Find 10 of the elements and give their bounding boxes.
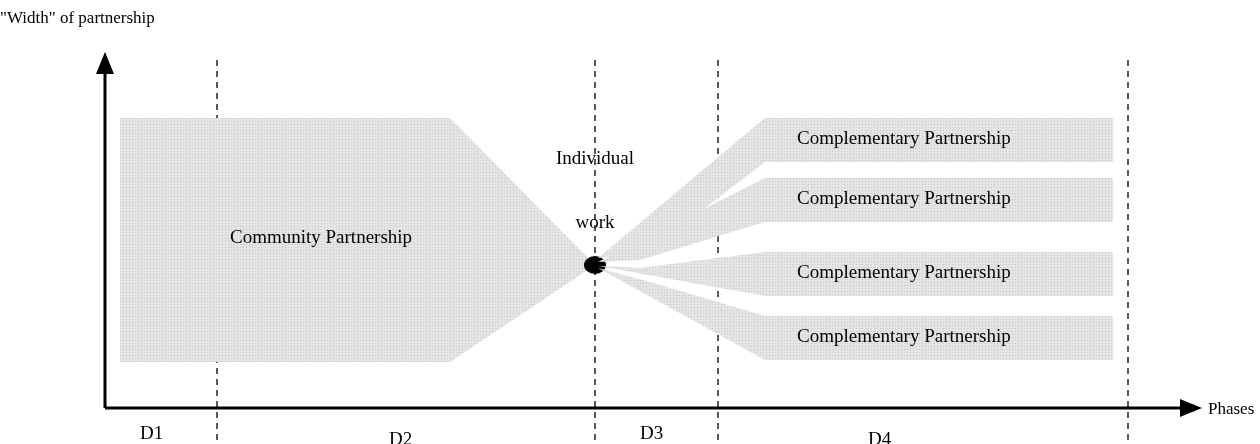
axis-title: Phases bbox=[1208, 399, 1255, 419]
phase-label: D1 bbox=[140, 422, 164, 444]
point-label: Individual work bbox=[554, 146, 636, 234]
axis-title: "Width" of partnership bbox=[0, 8, 155, 28]
phase-label: D3 bbox=[640, 422, 664, 444]
band-label: Complementary Partnership bbox=[797, 261, 1011, 283]
band-label: Community Partnership bbox=[230, 226, 413, 248]
band-label: Complementary Partnership bbox=[797, 187, 1011, 209]
band-label: Complementary Partnership bbox=[797, 127, 1011, 149]
band-label: Complementary Partnership bbox=[797, 325, 1011, 347]
